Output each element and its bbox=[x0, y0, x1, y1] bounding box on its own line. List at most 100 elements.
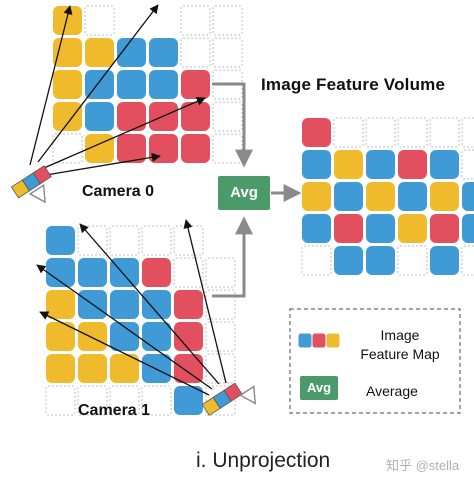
camera-1-label: Camera 1 bbox=[78, 402, 151, 419]
volume-cell-blue bbox=[302, 214, 331, 243]
legend-box bbox=[289, 308, 461, 414]
legend-feature-map-swatch bbox=[297, 332, 341, 349]
camera1-empty-cell bbox=[205, 353, 236, 384]
legend-feature-map-label: Image Feature Map bbox=[352, 326, 448, 364]
camera1-cell-yellow bbox=[46, 354, 75, 383]
camera0-cell-red bbox=[181, 70, 210, 99]
legend-feature-map-line2: Feature Map bbox=[360, 346, 440, 362]
camera0-cell-red bbox=[117, 134, 146, 163]
camera1-empty-cell bbox=[109, 225, 140, 256]
camera0-cell-yellow bbox=[53, 70, 82, 99]
camera1-empty-cell bbox=[205, 321, 236, 352]
camera0-to-avg-arrow bbox=[212, 82, 253, 168]
volume-cell-blue bbox=[398, 182, 427, 211]
flow-arrows bbox=[212, 82, 302, 298]
camera0-cell-blue bbox=[117, 38, 146, 67]
camera0-cell-blue bbox=[149, 70, 178, 99]
caption: i. Unprojection bbox=[196, 449, 331, 472]
camera1-cell-blue bbox=[142, 290, 171, 319]
volume-cell-yellow bbox=[430, 182, 459, 211]
camera1-cell-yellow bbox=[78, 322, 107, 351]
camera0-cell-yellow bbox=[53, 102, 82, 131]
camera-1-rays bbox=[36, 219, 227, 396]
volume-cell-yellow bbox=[366, 182, 395, 211]
volume-cell-blue bbox=[366, 246, 395, 275]
legend-feature-map-line1: Image bbox=[380, 327, 420, 343]
camera0-cell-yellow bbox=[53, 38, 82, 67]
camera0-cell-blue bbox=[85, 102, 114, 131]
volume-cell-blue bbox=[430, 150, 459, 179]
legend-avg-badge: Avg bbox=[300, 376, 338, 400]
camera1-empty-cell bbox=[109, 385, 140, 416]
volume-cell-red bbox=[334, 214, 363, 243]
camera0-cell-red bbox=[181, 134, 210, 163]
volume-empty-cell bbox=[429, 117, 460, 148]
volume-empty-cell bbox=[461, 149, 474, 180]
volume-empty-cell bbox=[461, 245, 474, 276]
camera1-to-avg-arrow bbox=[212, 216, 253, 298]
camera1-empty-cell bbox=[141, 225, 172, 256]
camera1-cell-blue bbox=[78, 258, 107, 287]
legend-average-label: Average bbox=[366, 383, 418, 399]
camera0-empty-cell bbox=[180, 37, 211, 68]
volume-cell-blue bbox=[366, 150, 395, 179]
camera1-cell-blue bbox=[142, 322, 171, 351]
camera1-empty-cell bbox=[77, 385, 108, 416]
volume-cell-blue bbox=[334, 246, 363, 275]
camera1-cell-red bbox=[174, 322, 203, 351]
camera1-empty-cell bbox=[205, 289, 236, 320]
camera0-cell-blue bbox=[117, 70, 146, 99]
camera1-cell-blue bbox=[174, 386, 203, 415]
camera-0-label: Camera 0 bbox=[82, 183, 155, 200]
volume-cell-blue bbox=[334, 182, 363, 211]
camera1-cell-yellow bbox=[46, 290, 75, 319]
camera0-cell-red bbox=[117, 102, 146, 131]
camera1-empty-cell bbox=[45, 385, 76, 416]
volume-cell-red bbox=[430, 214, 459, 243]
volume-cell-red bbox=[302, 118, 331, 147]
camera-1-feature-grid bbox=[45, 225, 236, 416]
volume-cell-yellow bbox=[398, 214, 427, 243]
volume-empty-cell bbox=[301, 245, 332, 276]
camera-0-icon bbox=[10, 165, 52, 204]
camera0-cell-blue bbox=[149, 38, 178, 67]
camera1-empty-cell bbox=[141, 385, 172, 416]
avg-node: Avg bbox=[218, 176, 270, 210]
camera0-empty-cell bbox=[84, 5, 115, 36]
camera0-empty-cell bbox=[212, 37, 243, 68]
camera-0-rays bbox=[29, 4, 206, 176]
camera0-empty-cell bbox=[212, 5, 243, 36]
volume-cell-blue bbox=[462, 182, 474, 211]
camera1-cell-red bbox=[142, 258, 171, 287]
camera1-cell-yellow bbox=[78, 354, 107, 383]
volume-cell-yellow bbox=[302, 182, 331, 211]
camera0-cell-red bbox=[149, 134, 178, 163]
camera0-cell-yellow bbox=[85, 38, 114, 67]
volume-empty-cell bbox=[461, 117, 474, 148]
camera1-cell-blue bbox=[46, 226, 75, 255]
image-feature-volume-title: Image Feature Volume bbox=[261, 75, 446, 94]
camera1-empty-cell bbox=[173, 257, 204, 288]
volume-cell-red bbox=[398, 150, 427, 179]
volume-empty-cell bbox=[397, 117, 428, 148]
camera0-cell-red bbox=[181, 102, 210, 131]
camera1-cell-red bbox=[174, 354, 203, 383]
volume-cell-blue bbox=[366, 214, 395, 243]
camera-1-icon bbox=[201, 382, 257, 416]
camera0-empty-cell bbox=[212, 133, 243, 164]
legend bbox=[289, 308, 461, 414]
volume-cell-blue bbox=[430, 246, 459, 275]
volume-cell-blue bbox=[302, 150, 331, 179]
volume-empty-cell bbox=[333, 117, 364, 148]
camera1-cell-red bbox=[174, 290, 203, 319]
camera0-cell-yellow bbox=[53, 6, 82, 35]
camera1-cell-blue bbox=[110, 322, 139, 351]
watermark: 知乎 @stella bbox=[386, 458, 460, 473]
volume-cell-yellow bbox=[334, 150, 363, 179]
camera0-empty-cell bbox=[180, 5, 211, 36]
volume-empty-cell bbox=[397, 245, 428, 276]
camera1-cell-blue bbox=[110, 290, 139, 319]
volume-empty-cell bbox=[365, 117, 396, 148]
volume-cell-blue bbox=[462, 214, 474, 243]
